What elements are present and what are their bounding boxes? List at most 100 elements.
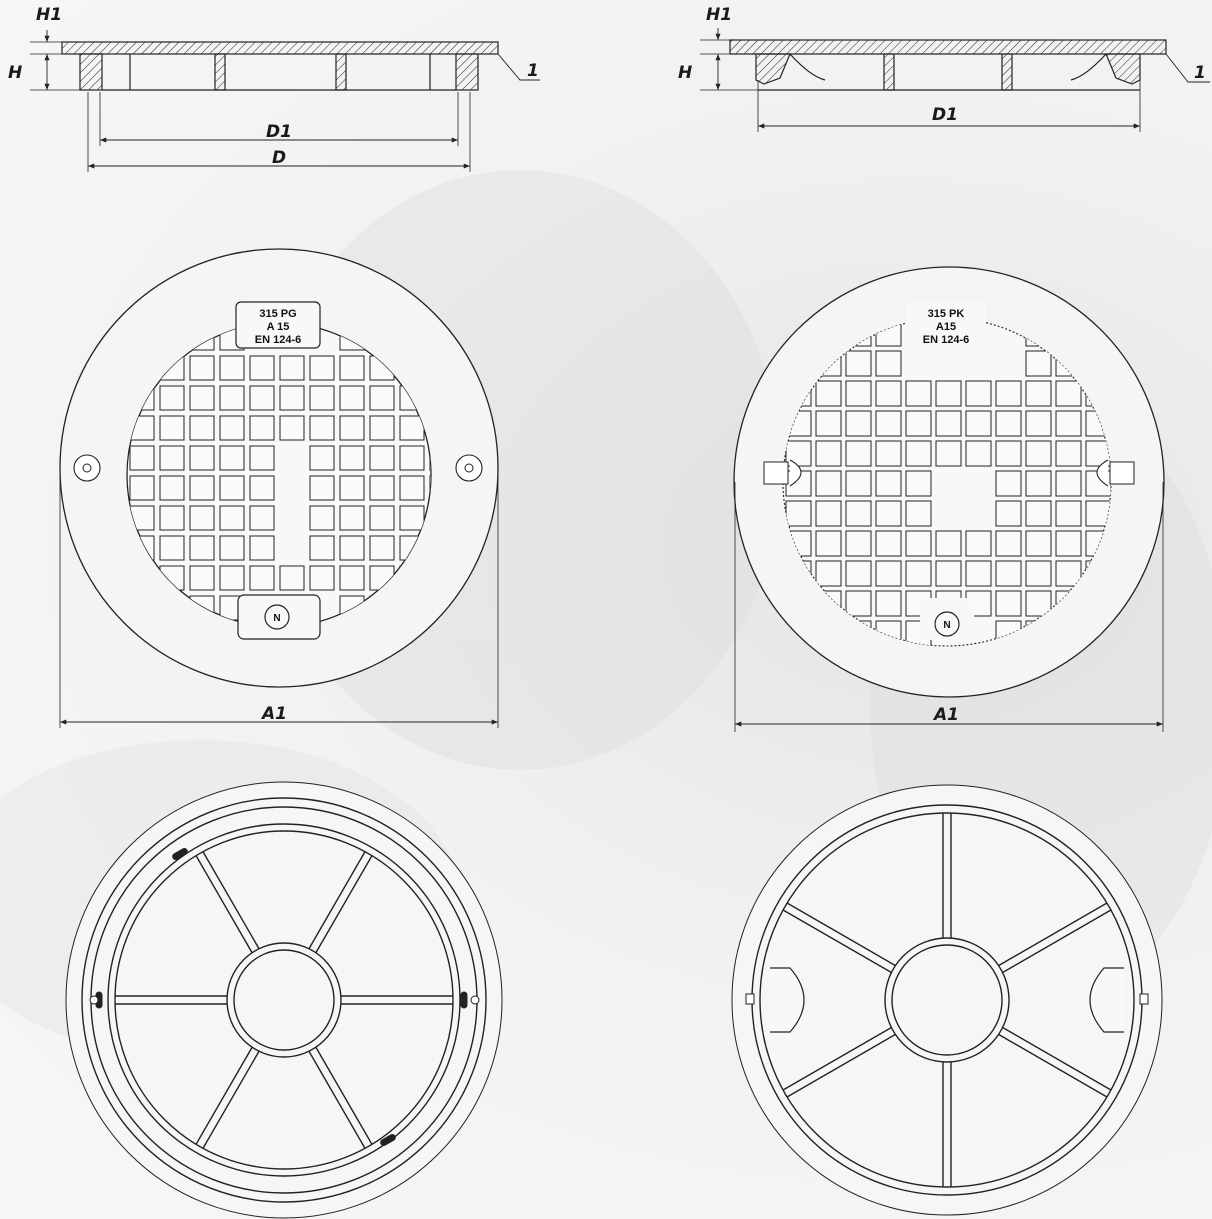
grid-cell bbox=[369, 535, 395, 561]
grid-cell bbox=[965, 380, 992, 407]
right-logo-letter: N bbox=[943, 620, 950, 631]
grid-cell bbox=[935, 530, 962, 557]
grid-cell bbox=[369, 505, 395, 531]
left-section-labels: H1 H D1 D 1 bbox=[8, 5, 539, 168]
right-section-view bbox=[700, 28, 1210, 132]
grid-cell bbox=[875, 530, 902, 557]
grid-cell bbox=[935, 380, 962, 407]
grid-cell bbox=[249, 445, 275, 471]
grid-cell bbox=[249, 535, 275, 561]
rib-line bbox=[1002, 1026, 1112, 1091]
left-callout-label: 1 bbox=[527, 61, 539, 81]
rib-line bbox=[998, 902, 1108, 967]
grid-cell bbox=[1025, 530, 1052, 557]
grid-cell bbox=[159, 505, 185, 531]
grid-cell bbox=[339, 475, 365, 501]
grid-cell bbox=[399, 415, 425, 441]
right-marking-plate: 315 PK A15 EN 124-6 bbox=[906, 302, 986, 348]
rib-line bbox=[195, 1047, 253, 1145]
right-marking-line-2: A15 bbox=[936, 321, 956, 333]
right-logo-plate: N bbox=[920, 598, 974, 640]
grid-cell bbox=[219, 535, 245, 561]
grid-cell bbox=[1025, 470, 1052, 497]
grid-cell bbox=[785, 500, 812, 527]
grid-cell bbox=[935, 440, 962, 467]
left-hinge-right bbox=[455, 454, 483, 482]
grid-cell bbox=[219, 355, 245, 381]
rib-line bbox=[308, 1051, 366, 1149]
grid-cell bbox=[1055, 440, 1082, 467]
left-h1-label: H1 bbox=[36, 5, 62, 25]
grid-cell bbox=[845, 380, 872, 407]
grid-cell bbox=[995, 440, 1022, 467]
grid-cell bbox=[249, 475, 275, 501]
grid-cell bbox=[309, 445, 335, 471]
grid-cell bbox=[845, 470, 872, 497]
grid-cell bbox=[339, 445, 365, 471]
grid-cell bbox=[875, 560, 902, 587]
rib-line bbox=[786, 1033, 896, 1098]
left-d1-label: D1 bbox=[266, 122, 292, 142]
grid-cell bbox=[905, 530, 932, 557]
grid-cell bbox=[935, 410, 962, 437]
grid-cell bbox=[309, 565, 335, 591]
grid-cell bbox=[815, 440, 842, 467]
grid-cell bbox=[189, 415, 215, 441]
grid-cell bbox=[159, 445, 185, 471]
grid-cell bbox=[845, 530, 872, 557]
grid-cell bbox=[1025, 380, 1052, 407]
grid-cell bbox=[129, 505, 155, 531]
grid-cell bbox=[875, 500, 902, 527]
grid-cell bbox=[845, 350, 872, 377]
grid-cell bbox=[279, 355, 305, 381]
grid-cell bbox=[1055, 380, 1082, 407]
grid-cell bbox=[189, 475, 215, 501]
left-section-view bbox=[30, 30, 540, 172]
grid-cell bbox=[249, 505, 275, 531]
grid-cell bbox=[339, 355, 365, 381]
grid-cell bbox=[995, 590, 1022, 617]
grid-cell bbox=[1025, 350, 1052, 377]
grid-cell bbox=[369, 475, 395, 501]
grid-cell bbox=[875, 380, 902, 407]
left-bottom-view bbox=[65, 781, 503, 1219]
grid-cell bbox=[1055, 470, 1082, 497]
grid-cell bbox=[249, 415, 275, 441]
grid-cell bbox=[249, 355, 275, 381]
grid-cell bbox=[815, 560, 842, 587]
rib-line bbox=[1002, 909, 1112, 974]
left-marking-plate: 315 PG A 15 EN 124-6 bbox=[235, 301, 321, 349]
grid-cell bbox=[905, 440, 932, 467]
grid-cell bbox=[309, 505, 335, 531]
grid-cell bbox=[875, 440, 902, 467]
grid-cell bbox=[159, 475, 185, 501]
grid-cell bbox=[815, 530, 842, 557]
grid-cell bbox=[309, 355, 335, 381]
grid-cell bbox=[399, 475, 425, 501]
grid-cell bbox=[219, 445, 245, 471]
grid-cell bbox=[1055, 530, 1082, 557]
grid-cell bbox=[309, 385, 335, 411]
right-marking-line-3: EN 124-6 bbox=[923, 334, 969, 346]
right-h-label: H bbox=[678, 63, 692, 83]
grid-cell bbox=[189, 445, 215, 471]
grid-cell bbox=[875, 590, 902, 617]
grid-cell bbox=[935, 560, 962, 587]
grid-cell bbox=[219, 565, 245, 591]
grid-cell bbox=[369, 415, 395, 441]
right-marking-line-1: 315 PK bbox=[928, 308, 965, 320]
left-marking-line-3: EN 124-6 bbox=[255, 334, 301, 346]
grid-cell bbox=[219, 415, 245, 441]
rib-line bbox=[315, 855, 373, 953]
grid-cell bbox=[905, 500, 932, 527]
grid-cell bbox=[339, 565, 365, 591]
grid-cell bbox=[815, 410, 842, 437]
grid-cell bbox=[815, 500, 842, 527]
grid-cell bbox=[995, 530, 1022, 557]
left-h-label: H bbox=[8, 63, 22, 83]
grid-cell bbox=[845, 590, 872, 617]
grid-cell bbox=[965, 560, 992, 587]
right-ribs bbox=[782, 813, 1112, 1187]
left-a1-label: A1 bbox=[260, 704, 287, 724]
